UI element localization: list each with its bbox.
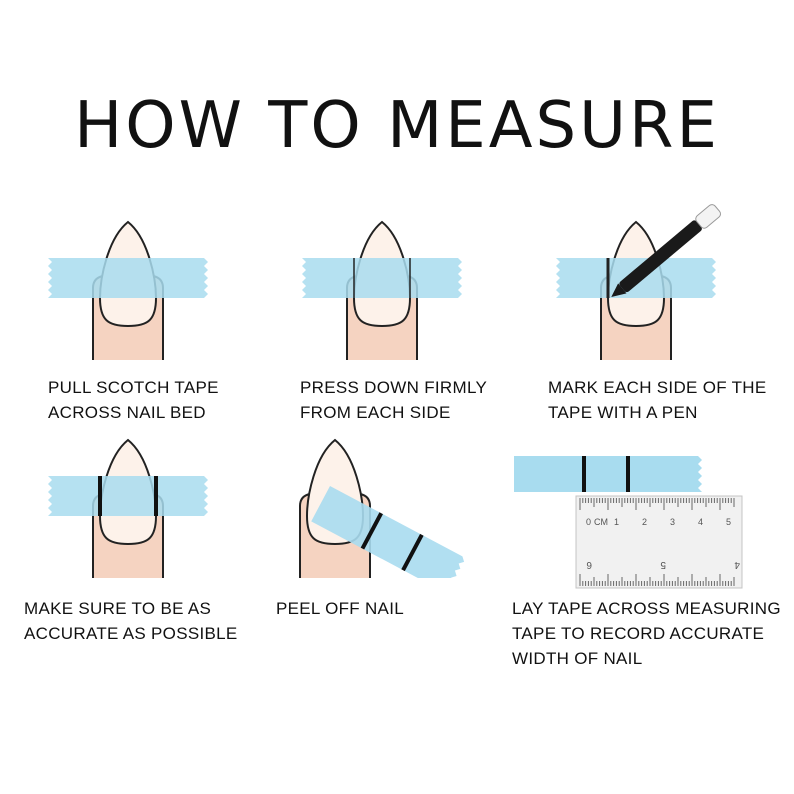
marked-tape-icon	[48, 438, 208, 578]
step-3-illustration	[556, 196, 736, 360]
tape-on-ruler-icon: 0 CM 1 2 3 4 5 6 5 4	[514, 456, 743, 589]
step-5-illustration	[290, 436, 480, 578]
ruler-zero-label: 0	[586, 517, 591, 527]
peeling-tape-icon	[299, 438, 465, 578]
ruler-bottom-label-5: 5	[660, 559, 666, 570]
finger-pressed-tape-icon	[302, 220, 462, 360]
step-2-caption: PRESS DOWN FIRMLY FROM EACH SIDE	[300, 378, 488, 422]
pen-marking-tape-icon	[556, 204, 721, 360]
ruler-label-2: 2	[642, 517, 647, 527]
step-5-caption: PEEL OFF NAIL	[276, 599, 404, 618]
step-6-caption: LAY TAPE ACROSS MEASURING TAPE TO RECORD…	[512, 599, 781, 668]
step-6-illustration: 0 CM 1 2 3 4 5 6 5 4	[510, 452, 750, 592]
ruler-label-4: 4	[698, 517, 703, 527]
ruler-label-5: 5	[726, 517, 731, 527]
ruler-bottom-label-4: 4	[734, 559, 740, 570]
step-4-illustration	[48, 436, 208, 578]
ruler-label-3: 3	[670, 517, 675, 527]
step-3-caption: MARK EACH SIDE OF THE TAPE WITH A PEN	[548, 378, 767, 422]
step-4-caption: MAKE SURE TO BE AS ACCURATE AS POSSIBLE	[24, 599, 238, 643]
step-1-illustration	[48, 218, 208, 360]
step-2-illustration	[302, 218, 462, 360]
page-title: HOW TO MEASURE	[74, 89, 720, 163]
finger-with-tape-icon	[48, 220, 208, 360]
step-1-caption: PULL SCOTCH TAPE ACROSS NAIL BED	[48, 378, 219, 422]
ruler-label-1: 1	[614, 517, 619, 527]
ruler-unit-label: CM	[594, 517, 608, 527]
ruler-bottom-label-6: 6	[586, 559, 592, 570]
